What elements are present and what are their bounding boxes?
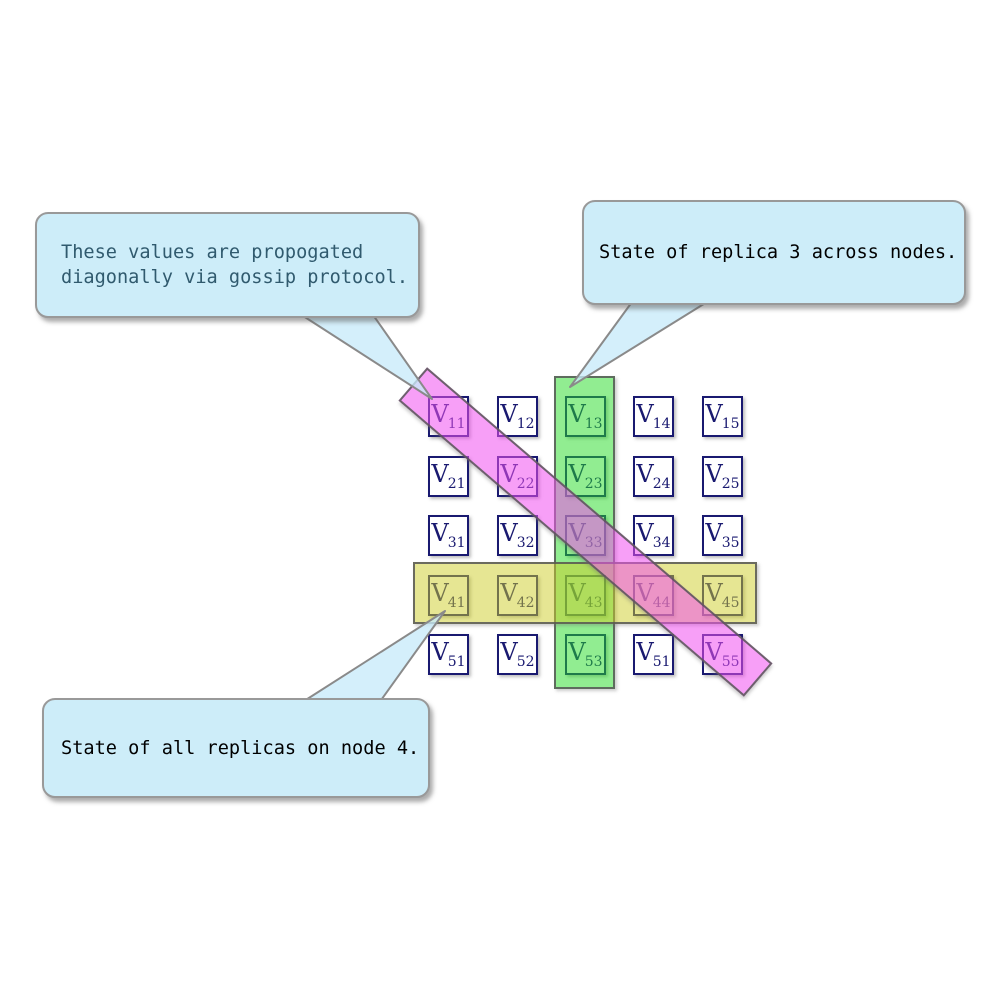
matrix-cell-V21-r2c1: V21 [428, 456, 469, 497]
matrix-cell-V15-r1c5: V15 [702, 396, 743, 437]
matrix-cell-V31-r3c1: V31 [428, 515, 469, 556]
matrix-cell-label: V51 [431, 638, 466, 670]
node4-callout-text: State of all replicas on node 4. [61, 737, 420, 759]
matrix-cell-label: V35 [705, 519, 740, 551]
matrix-cell-label: V32 [500, 519, 535, 551]
node4-callout: State of all replicas on node 4. [42, 698, 430, 798]
matrix-cell-V24-r2c4: V24 [633, 456, 674, 497]
gossip-callout-line2: diagonally via gossip protocol. [61, 267, 409, 288]
matrix-cell-label: V21 [431, 460, 466, 492]
matrix-cell-V12-r1c2: V12 [497, 396, 538, 437]
matrix-cell-V51-r5c4: V51 [633, 634, 674, 675]
matrix-cell-label: V51 [636, 638, 671, 670]
matrix-cell-V32-r3c2: V32 [497, 515, 538, 556]
gossip-callout-line1: These values are propogated [61, 242, 364, 263]
matrix-cell-label: V52 [500, 638, 535, 670]
matrix-cell-V14-r1c4: V14 [633, 396, 674, 437]
matrix-cell-label: V15 [705, 400, 740, 432]
matrix-cell-label: V34 [636, 519, 671, 551]
matrix-cell-V35-r3c5: V35 [702, 515, 743, 556]
matrix-cell-label: V25 [705, 460, 740, 492]
matrix-cell-V25-r2c5: V25 [702, 456, 743, 497]
matrix-cell-label: V24 [636, 460, 671, 492]
replica3-callout-text: State of replica 3 across nodes. [599, 242, 958, 263]
matrix-cell-V52-r5c2: V52 [497, 634, 538, 675]
matrix-cell-label: V14 [636, 400, 671, 432]
node4-callout-tail [300, 610, 446, 704]
matrix-cell-V51-r5c1: V51 [428, 634, 469, 675]
gossip-callout: These values are propogated diagonally v… [35, 212, 420, 318]
replica3-callout-tail [569, 301, 708, 388]
matrix-cell-label: V31 [431, 519, 466, 551]
matrix-cell-label: V12 [500, 400, 535, 432]
replica3-callout: State of replica 3 across nodes. [582, 200, 966, 305]
gossip-callout-tail [296, 311, 433, 400]
